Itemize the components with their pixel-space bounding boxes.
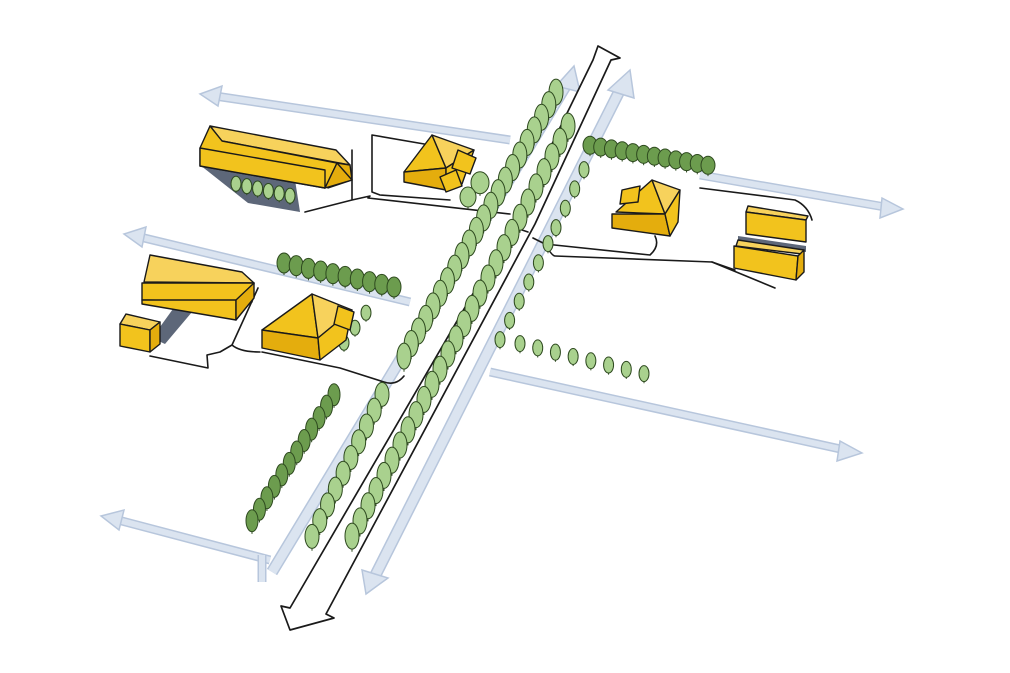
tree-icon — [620, 360, 632, 379]
driveway-northwest — [304, 149, 511, 215]
building-house-northwest — [403, 134, 477, 193]
tree-icon — [300, 257, 316, 281]
tree-icon — [288, 255, 304, 278]
tree-icon — [559, 199, 571, 218]
lane-arrow-northwest — [198, 84, 511, 145]
tree-icon — [386, 276, 402, 299]
tree-icon — [230, 175, 242, 193]
lane-arrow-east-lower — [489, 367, 864, 463]
building-house-west — [261, 293, 355, 361]
tree-icon — [657, 148, 673, 169]
arrowhead-icon — [879, 196, 905, 220]
tree-icon — [549, 343, 561, 362]
tree-icon — [603, 356, 615, 375]
tree-icon — [646, 146, 662, 168]
tree-icon — [532, 254, 544, 273]
arrowhead-icon — [836, 439, 864, 463]
driveway-west-lane — [231, 344, 405, 384]
tree-icon — [273, 185, 285, 203]
building-barn-northwest — [199, 125, 353, 189]
lane-arrow-west — [122, 225, 412, 307]
tree-icon — [360, 304, 372, 322]
tree-icon — [494, 331, 506, 350]
building-barn-west — [141, 254, 255, 321]
driveway-west — [149, 287, 259, 369]
tree-icon — [262, 182, 274, 200]
building-shed-east-lower — [733, 239, 805, 281]
arrowhead-icon — [122, 225, 147, 249]
tree-icon — [241, 178, 253, 196]
arrowhead-icon — [99, 508, 126, 532]
arrowhead-icon — [606, 68, 635, 100]
tree-icon — [582, 135, 598, 157]
arrowhead-icon — [361, 568, 390, 596]
tree-icon — [470, 171, 490, 196]
tree-icon — [542, 235, 554, 254]
tree-icon — [513, 292, 525, 311]
driveway-east-plot — [699, 187, 813, 271]
tree-icon — [304, 523, 320, 551]
tree-icon — [349, 319, 361, 337]
shadow-west — [152, 302, 192, 344]
tree-icon — [459, 186, 477, 209]
tree-icon — [344, 522, 360, 552]
tree-icon — [504, 311, 516, 330]
building-shed-east-upper — [745, 205, 809, 243]
tree-icon — [700, 155, 716, 177]
tree-icon — [689, 153, 705, 175]
tree-icon — [252, 180, 264, 198]
tree-icon — [603, 139, 619, 160]
arrowhead-icon — [198, 84, 223, 108]
tree-icon — [638, 365, 650, 384]
tree-icon — [550, 219, 562, 238]
tree-icon — [396, 342, 412, 372]
tree-icon — [514, 335, 526, 354]
access-driveways — [149, 134, 813, 384]
tree-icon — [284, 187, 296, 205]
building-shed-west — [119, 313, 161, 353]
tree-icon — [569, 180, 581, 199]
tree-icon — [245, 509, 259, 534]
tree-icon — [614, 141, 630, 162]
tree-icon — [567, 347, 579, 367]
driveway-northwest-plot — [371, 134, 451, 201]
tree-icon — [523, 273, 535, 292]
lane-arrow-southwest — [99, 508, 272, 582]
buildings — [119, 125, 809, 361]
lane-arrow-east-upper — [699, 170, 905, 220]
tree-icon — [532, 339, 544, 358]
tree-rows — [230, 78, 716, 552]
tree-icon — [585, 352, 597, 371]
tree-icon — [578, 161, 590, 180]
building-house-east — [611, 179, 681, 237]
